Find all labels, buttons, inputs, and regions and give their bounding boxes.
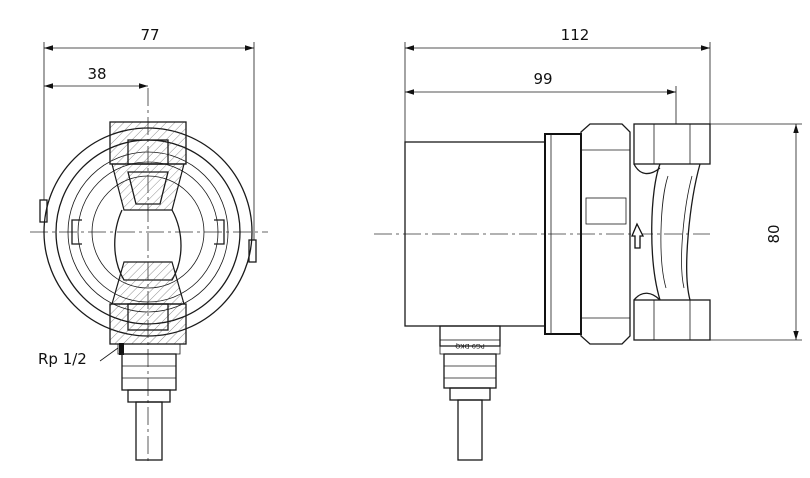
thread-size-label: Rp 1/2 [38,350,87,368]
right-clip [214,219,225,245]
thread-nut [117,343,181,355]
gland-nut [127,389,171,403]
volute-channel-outer [651,163,701,301]
front-cable [135,401,163,461]
top-channel-inner [127,171,169,205]
volute-channel-inner [660,175,693,289]
lower-port [633,299,711,341]
gland-body [121,353,177,391]
bottom-flow-channel [111,261,185,305]
dim-99-label: 99 [533,70,552,88]
dim-38-label: 38 [87,65,106,83]
thread-marker [119,343,124,355]
dim-77-label: 77 [140,26,159,44]
union-nut [580,123,631,345]
top-flow-channel [111,163,185,211]
bottom-fitting-bore [127,303,169,331]
side-view: PG9 DKQ 112 99 80 [374,26,802,461]
side-gland-lower [443,353,497,389]
dim-80-label: 80 [765,224,783,243]
upper-port [633,123,711,165]
side-cable [457,399,483,461]
volute-link [633,163,661,301]
left-lug [39,199,48,223]
side-gland-nut [449,387,491,401]
rp-leader [99,347,119,362]
gland-label: PG9 DKQ [455,342,485,350]
nut-flat [585,197,627,225]
right-lug [248,239,257,263]
top-fitting [109,121,187,165]
dim-112-label: 112 [561,26,590,44]
bottom-fitting [109,303,187,345]
flow-direction-arrow [631,222,645,249]
front-view: 77 38 Rp 1/2 [30,26,268,462]
left-clip [71,219,82,245]
